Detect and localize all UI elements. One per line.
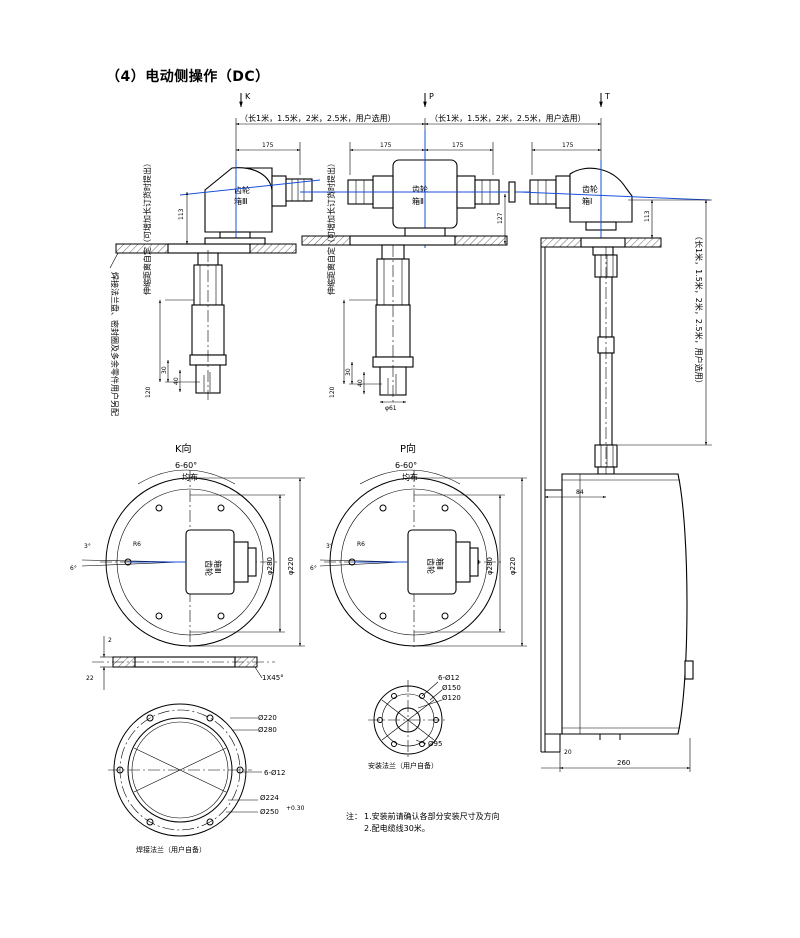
svg-text:Ø150: Ø150 <box>442 684 461 692</box>
svg-text:φ61: φ61 <box>385 405 397 412</box>
gearbox-1: 齿轮 箱Ⅰ <box>508 160 711 250</box>
svg-text:175: 175 <box>262 142 274 149</box>
dim-260: 260 <box>559 738 691 772</box>
gearbox-2: 齿轮 箱Ⅱ <box>300 130 540 248</box>
gearbox-3-label-1: 齿轮 <box>234 185 250 195</box>
svg-text:30: 30 <box>161 366 168 374</box>
length-option-left: （长1米，1.5米，2米，2.5米，用户选用） <box>240 113 396 123</box>
section-mark-k: K <box>239 92 251 108</box>
svg-text:Ø95: Ø95 <box>428 740 442 748</box>
svg-text:40: 40 <box>357 379 364 387</box>
svg-text:Ø220: Ø220 <box>258 714 277 722</box>
svg-text:+0.30: +0.30 <box>286 805 305 812</box>
dim-175-c: 175 <box>424 142 494 175</box>
svg-text:6-Ø12: 6-Ø12 <box>438 674 459 682</box>
length-option-vertical: （长1米，1.5米，2米，2.5米，用户选用） <box>694 232 704 388</box>
actuator-cabinet <box>540 247 694 753</box>
chamfer-label: 1X45° <box>262 674 284 682</box>
svg-text:φ220: φ220 <box>287 557 295 575</box>
svg-text:260: 260 <box>617 759 630 767</box>
p-view: P向 6-60° 均布 齿轮 箱Ⅱ 3° 6° R6 φ280 φ220 <box>310 442 527 650</box>
p-view-gear-label-1: 齿轮 <box>426 558 436 574</box>
section-mark-p: P <box>423 92 434 108</box>
gearbox-2-label-1: 齿轮 <box>412 184 428 194</box>
gearbox-3-label-2: 箱Ⅲ <box>234 196 248 206</box>
flange-note-left: 焊接法兰盘、密封圈及多余零件用户另配 <box>109 252 120 416</box>
section-mark-t: T <box>599 92 610 108</box>
gearbox-1-label-1: 齿轮 <box>582 184 598 194</box>
section-mark-p-label: P <box>429 92 434 101</box>
svg-text:Ø280: Ø280 <box>258 726 277 734</box>
k-view-gear-label-2: 箱Ⅲ <box>213 560 223 574</box>
length-dimension-vertical: （长1米，1.5米，2米，2.5米，用户选用） <box>618 199 712 446</box>
svg-text:R6: R6 <box>357 541 365 548</box>
mount-plate-right <box>540 237 662 480</box>
extension-note-left-text: 伸缩距离自定（可增加长订货时提出） <box>142 159 152 295</box>
footnotes: 注： 1.安装前请确认各部分安装尺寸及方向 2.配电缆线30米。 <box>346 811 500 833</box>
mount-plate-middle <box>301 235 508 402</box>
k-view: K向 6-60° 均布 齿轮 箱Ⅲ 3° 6° R6 φ280 φ220 <box>70 442 305 650</box>
svg-text:Ø224: Ø224 <box>260 794 279 802</box>
svg-text:175: 175 <box>380 142 392 149</box>
k-view-holes: 6-60° <box>175 461 197 470</box>
dim-175-a: 175 <box>235 142 301 175</box>
footnote-2: 2.配电缆线30米。 <box>364 823 430 833</box>
extension-note-middle-text: 伸缩距离自定（可增加长订货时提出） <box>326 159 336 295</box>
gearbox-2-label-2: 箱Ⅱ <box>412 196 424 206</box>
mount-plate-left <box>115 237 297 400</box>
flange-note-text: 焊接法兰盘、密封圈及多余零件用户另配 <box>110 272 120 416</box>
svg-text:22: 22 <box>86 675 94 682</box>
dim-113-left: 113 <box>178 191 189 245</box>
install-flange-caption: 安装法兰（用户自备） <box>368 761 438 770</box>
weld-flange-section: 2 22 1X45° <box>86 636 284 690</box>
dim-175-b: 175 <box>349 142 426 175</box>
section-mark-k-label: K <box>245 92 251 101</box>
svg-text:R6: R6 <box>133 541 141 548</box>
page-title: （4）电动侧操作（DC） <box>106 69 270 85</box>
k-view-title: K向 <box>175 442 192 455</box>
footnote-1: 1.安装前请确认各部分安装尺寸及方向 <box>364 811 500 821</box>
p-view-holes: 6-60° <box>395 461 417 470</box>
gearbox-3: 齿轮 箱Ⅲ <box>179 160 321 248</box>
svg-text:84: 84 <box>576 489 584 496</box>
svg-text:3°: 3° <box>84 543 91 550</box>
svg-text:φ280: φ280 <box>486 557 494 575</box>
section-mark-t-label: T <box>604 92 610 101</box>
svg-text:175: 175 <box>452 142 464 149</box>
dim-175-d: 175 <box>531 142 602 175</box>
svg-text:113: 113 <box>178 208 185 220</box>
dim-113-right: 113 <box>644 199 654 239</box>
svg-text:120: 120 <box>145 386 152 398</box>
length-option-right: （长1米，1.5米，2米，2.5米，用户选用） <box>430 113 586 123</box>
svg-text:127: 127 <box>497 212 504 224</box>
svg-text:20: 20 <box>564 749 572 756</box>
svg-text:3°: 3° <box>326 543 333 550</box>
svg-text:40: 40 <box>173 377 180 385</box>
svg-text:6°: 6° <box>310 565 317 572</box>
p-view-gear-label-2: 箱Ⅱ <box>435 558 445 570</box>
svg-text:30: 30 <box>345 368 352 376</box>
p-view-holes-sub: 均布 <box>402 472 418 482</box>
svg-text:注：: 注： <box>346 811 362 821</box>
svg-text:φ220: φ220 <box>509 557 517 575</box>
gearbox-1-label-2: 箱Ⅰ <box>582 196 592 206</box>
weld-flange-caption: 焊接法兰（用户自备） <box>136 845 206 854</box>
p-view-title: P向 <box>400 442 416 455</box>
extension-note-middle: 伸缩距离自定（可增加长订货时提出） 30 40 120 φ61 <box>326 159 407 412</box>
k-view-gear-label-1: 齿轮 <box>204 560 214 576</box>
svg-text:2: 2 <box>108 637 112 644</box>
svg-text:φ280: φ280 <box>266 557 274 575</box>
svg-text:Ø250: Ø250 <box>260 808 279 816</box>
svg-text:Ø120: Ø120 <box>442 694 461 702</box>
svg-text:175: 175 <box>562 142 574 149</box>
svg-text:6-Ø12: 6-Ø12 <box>264 769 285 777</box>
svg-text:120: 120 <box>329 386 336 398</box>
svg-text:6°: 6° <box>70 565 77 572</box>
dim-84: 84 <box>544 489 607 499</box>
svg-text:113: 113 <box>644 210 651 222</box>
extension-note-left: 伸缩距离自定（可增加长订货时提出） 30 40 120 <box>142 159 200 398</box>
install-flange: 6-Ø12 Ø150 Ø120 Ø95 安装法兰（用户自备） <box>368 674 461 770</box>
weld-flange-plan: Ø220 Ø280 6-Ø12 Ø224 Ø250 +0.30 焊接法兰（用户自… <box>108 703 305 854</box>
